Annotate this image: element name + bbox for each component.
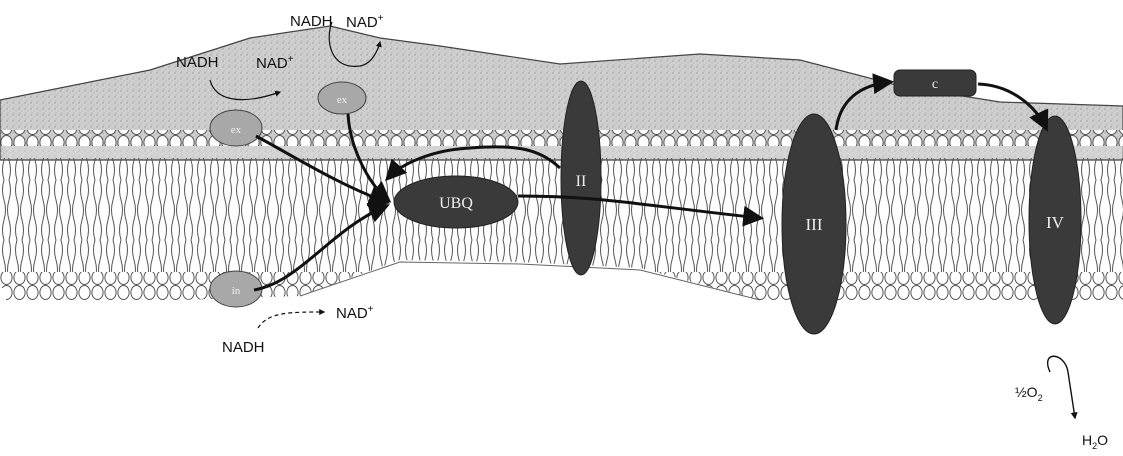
ex-top-label: ex (337, 94, 348, 106)
nadh-bottom-label: NADH (222, 340, 265, 355)
h2o-label: H2O (1082, 433, 1108, 451)
nad-bottom-label: NAD+ (336, 305, 374, 321)
cytochrome-c: c (894, 70, 976, 96)
complex-iii: III (782, 114, 846, 334)
arrow-nadh-bottom (258, 312, 324, 328)
complex-iv-label: IV (1046, 213, 1065, 232)
nadh-top-left-label: NADH (176, 55, 219, 70)
complex-ii: II (561, 81, 601, 275)
ubq-label: UBQ (439, 195, 473, 212)
complex-ii-label: II (576, 173, 587, 190)
half-o2-label: ½O2 (1015, 385, 1043, 403)
cytochrome-c-label: c (932, 77, 938, 92)
nad-top-center-label: NAD+ (346, 14, 384, 30)
external-dehydrogenase-top: ex (318, 82, 366, 114)
ex-left-label: ex (231, 124, 242, 136)
complex-iii-label: III (806, 215, 823, 234)
nad-top-left-label: NAD+ (256, 55, 294, 71)
arrow-o2-to-h2o (1048, 356, 1075, 418)
in-label: in (232, 285, 241, 297)
nadh-top-center-label: NADH (290, 14, 333, 29)
external-dehydrogenase-left: ex (210, 110, 262, 146)
complex-iv: IV (1029, 116, 1081, 324)
ubiquinone-pool: UBQ (394, 176, 518, 228)
